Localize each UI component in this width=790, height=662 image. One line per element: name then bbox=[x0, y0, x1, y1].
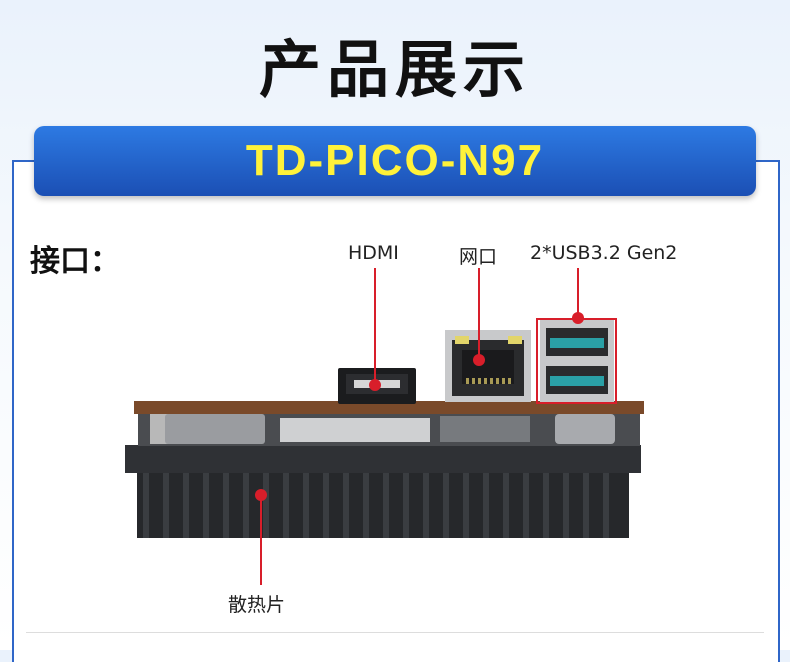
pcb-board bbox=[134, 401, 644, 414]
heatsink-label: 散热片 bbox=[228, 594, 286, 616]
callout-lines bbox=[260, 268, 579, 585]
heatsink-base bbox=[125, 445, 641, 473]
lan-port bbox=[445, 330, 531, 402]
usb-ports bbox=[540, 320, 614, 404]
interfaces-heading: 接口： bbox=[30, 244, 120, 279]
model-banner: TD-PICO-N97 bbox=[34, 126, 756, 196]
hdmi-label: HDMI bbox=[348, 242, 399, 264]
lan-label: 网口 bbox=[459, 246, 498, 268]
callout-dots bbox=[255, 312, 584, 501]
board-underside bbox=[138, 412, 640, 446]
divider bbox=[26, 632, 764, 633]
page-title: 产品展示 bbox=[258, 33, 531, 106]
heatsink-fins bbox=[137, 470, 629, 538]
usb-label: 2*USB3.2 Gen2 bbox=[530, 242, 678, 264]
model-name: TD-PICO-N97 bbox=[245, 136, 545, 185]
